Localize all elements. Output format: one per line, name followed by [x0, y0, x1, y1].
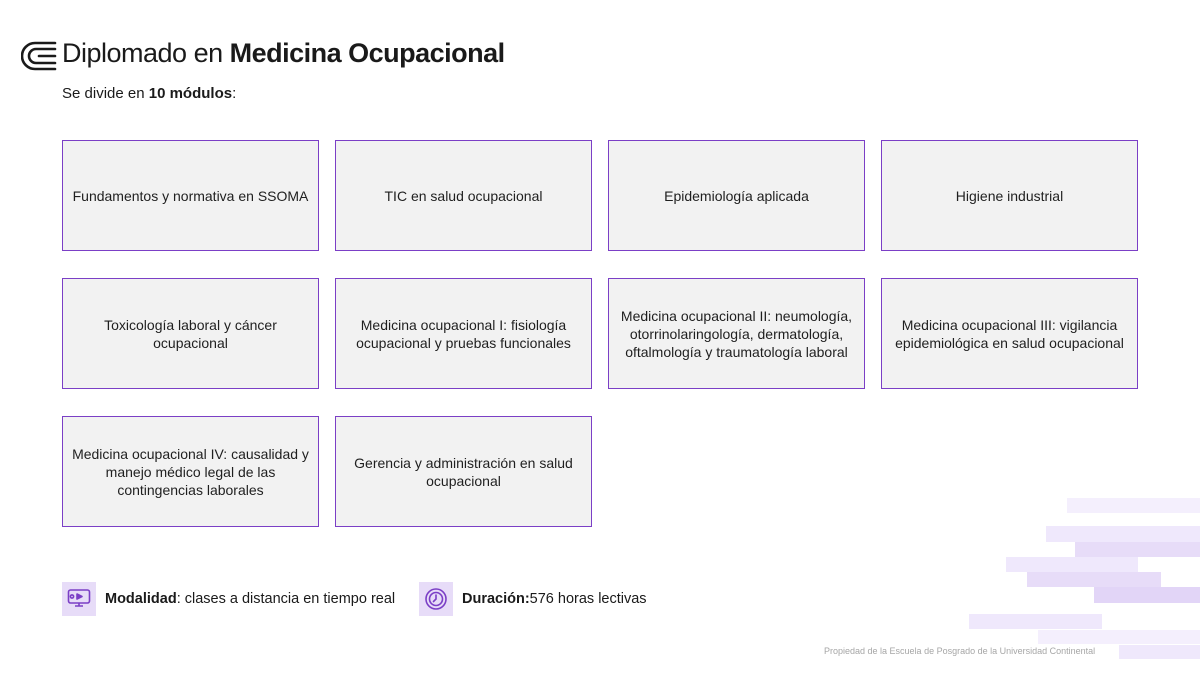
module-card: Medicina ocupacional IV: causalidad y ma… — [62, 416, 319, 527]
module-card: Medicina ocupacional III: vigilancia epi… — [881, 278, 1138, 389]
modalidad-label: Modalidad — [105, 591, 177, 607]
modules-intro-suffix: : — [232, 85, 237, 102]
modalidad-value: : clases a distancia en tiempo real — [176, 591, 396, 607]
decorative-stripe — [1027, 572, 1161, 587]
decorative-stripe — [1006, 557, 1138, 572]
module-card: Fundamentos y normativa en SSOMA — [62, 140, 319, 251]
modules-intro-prefix: Se divide en — [62, 85, 149, 102]
title-bold: Medicina Ocupacional — [229, 38, 506, 68]
decorative-stripe — [1075, 542, 1200, 557]
decorative-stripe — [1046, 526, 1200, 542]
decorative-stripe — [1067, 498, 1200, 513]
video-screen-icon — [62, 582, 96, 616]
title-regular: Diplomado en — [62, 38, 230, 68]
module-card: TIC en salud ocupacional — [335, 140, 592, 251]
decorative-stripe — [1119, 645, 1200, 659]
modules-intro: Se divide en 10 módulos: — [62, 85, 236, 102]
continental-logo-icon — [21, 41, 57, 71]
module-card: Higiene industrial — [881, 140, 1138, 251]
decorative-stripe — [1038, 630, 1200, 644]
duracion-value: 576 horas lectivas — [529, 591, 647, 607]
module-card: Toxicología laboral y cáncer ocupacional — [62, 278, 319, 389]
copyright-note: Propiedad de la Escuela de Posgrado de l… — [824, 646, 1096, 656]
module-card: Epidemiología aplicada — [608, 140, 865, 251]
module-card: Gerencia y administración en salud ocupa… — [335, 416, 592, 527]
clock-icon — [419, 582, 453, 616]
modalidad-info: Modalidad: clases a distancia en tiempo … — [62, 582, 395, 616]
modules-grid: Fundamentos y normativa en SSOMA TIC en … — [62, 140, 1139, 527]
module-card: Medicina ocupacional I: fisiología ocupa… — [335, 278, 592, 389]
page-title: Diplomado en Medicina Ocupacional — [62, 38, 505, 69]
modules-count: 10 módulos — [148, 85, 233, 102]
module-card: Medicina ocupacional II: neumología, oto… — [608, 278, 865, 389]
decorative-stripe — [1094, 587, 1200, 603]
duracion-label: Duración: — [462, 591, 530, 607]
decorative-stripe — [969, 614, 1102, 629]
duracion-info: Duración: 576 horas lectivas — [419, 582, 647, 616]
